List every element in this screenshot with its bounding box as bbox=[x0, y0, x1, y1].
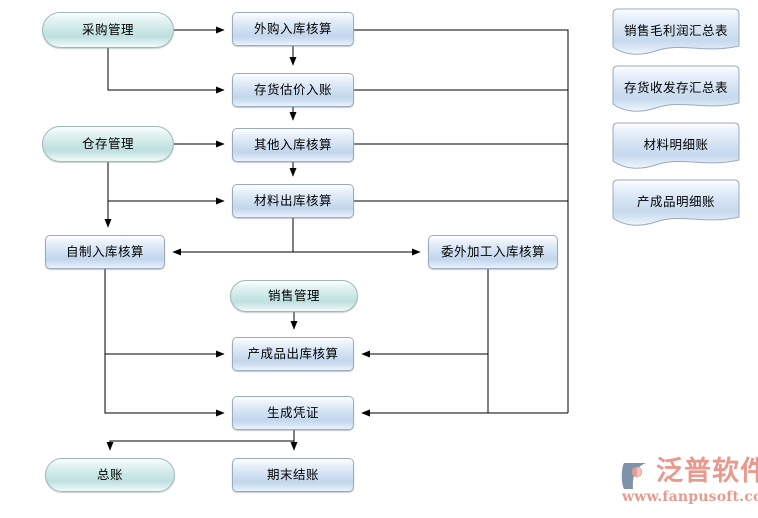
node-qimo[interactable]: 期末结账 bbox=[232, 458, 354, 492]
edge-shengcheng-zongzhang bbox=[106, 430, 295, 451]
report-label: 存货收发存汇总表 bbox=[623, 80, 728, 95]
node-label: 仓存管理 bbox=[81, 136, 134, 152]
node-zizhi[interactable]: 自制入库核算 bbox=[45, 235, 165, 269]
brand-name: 泛普软件 bbox=[656, 456, 758, 487]
node-label: 期末结账 bbox=[266, 467, 319, 483]
node-chanchengchu[interactable]: 产成品出库核算 bbox=[232, 337, 354, 371]
document-shape-icon bbox=[612, 65, 740, 112]
node-label: 采购管理 bbox=[81, 22, 134, 38]
node-label: 产成品出库核算 bbox=[247, 346, 339, 362]
edge-waigou-bus bbox=[354, 29, 569, 413]
node-label: 总账 bbox=[96, 467, 123, 483]
node-label: 委外加工入库核算 bbox=[440, 244, 545, 260]
node-waigou[interactable]: 外购入库核算 bbox=[232, 12, 354, 46]
report-rpt-chanpin[interactable]: 产成品明细账 bbox=[612, 179, 740, 227]
node-label: 生成凭证 bbox=[266, 405, 319, 421]
watermark-logo: 泛普软件 www.fanpusoft.com bbox=[620, 455, 758, 511]
node-xiaoshou[interactable]: 销售管理 bbox=[230, 280, 358, 312]
edge-cailiaochu-zizhi bbox=[172, 218, 294, 256]
node-zongzhang[interactable]: 总账 bbox=[45, 458, 175, 492]
edge-weiwai-chanchengchu bbox=[361, 269, 489, 358]
node-qita[interactable]: 其他入库核算 bbox=[232, 128, 354, 162]
report-label: 销售毛利润汇总表 bbox=[623, 23, 728, 38]
node-label: 其他入库核算 bbox=[253, 137, 332, 153]
node-weiwai[interactable]: 委外加工入库核算 bbox=[428, 235, 558, 269]
node-shengcheng[interactable]: 生成凭证 bbox=[232, 396, 354, 430]
edge-weiwai-shengcheng bbox=[361, 354, 489, 417]
report-rpt-shoufacun[interactable]: 存货收发存汇总表 bbox=[612, 65, 740, 113]
node-cailiaochu[interactable]: 材料出库核算 bbox=[232, 184, 354, 218]
edge-zizhi-shengcheng bbox=[104, 354, 225, 417]
edge-zizhi-chanchengchu bbox=[104, 269, 225, 358]
document-shape-icon bbox=[612, 8, 740, 55]
node-cunhuo[interactable]: 存货估价入账 bbox=[232, 73, 354, 107]
fanpu-logo-mark-icon bbox=[620, 461, 654, 491]
edge-caigou-cunhuo bbox=[107, 48, 225, 94]
report-label: 材料明细账 bbox=[643, 137, 709, 152]
edge-cangcun-cailiaochu bbox=[107, 162, 225, 205]
node-caigou[interactable]: 采购管理 bbox=[42, 12, 174, 48]
node-label: 材料出库核算 bbox=[253, 193, 332, 209]
brand-url: www.fanpusoft.com bbox=[622, 489, 758, 505]
document-shape-icon bbox=[612, 179, 740, 226]
report-label: 产成品明细账 bbox=[636, 194, 715, 209]
node-label: 存货估价入账 bbox=[253, 82, 332, 98]
node-cangcun[interactable]: 仓存管理 bbox=[42, 126, 174, 162]
node-label: 自制入库核算 bbox=[65, 244, 144, 260]
document-shape-icon bbox=[612, 122, 740, 169]
report-rpt-cailiao[interactable]: 材料明细账 bbox=[612, 122, 740, 170]
node-label: 销售管理 bbox=[267, 288, 320, 304]
report-rpt-maolirun[interactable]: 销售毛利润汇总表 bbox=[612, 8, 740, 56]
node-label: 外购入库核算 bbox=[253, 21, 332, 37]
